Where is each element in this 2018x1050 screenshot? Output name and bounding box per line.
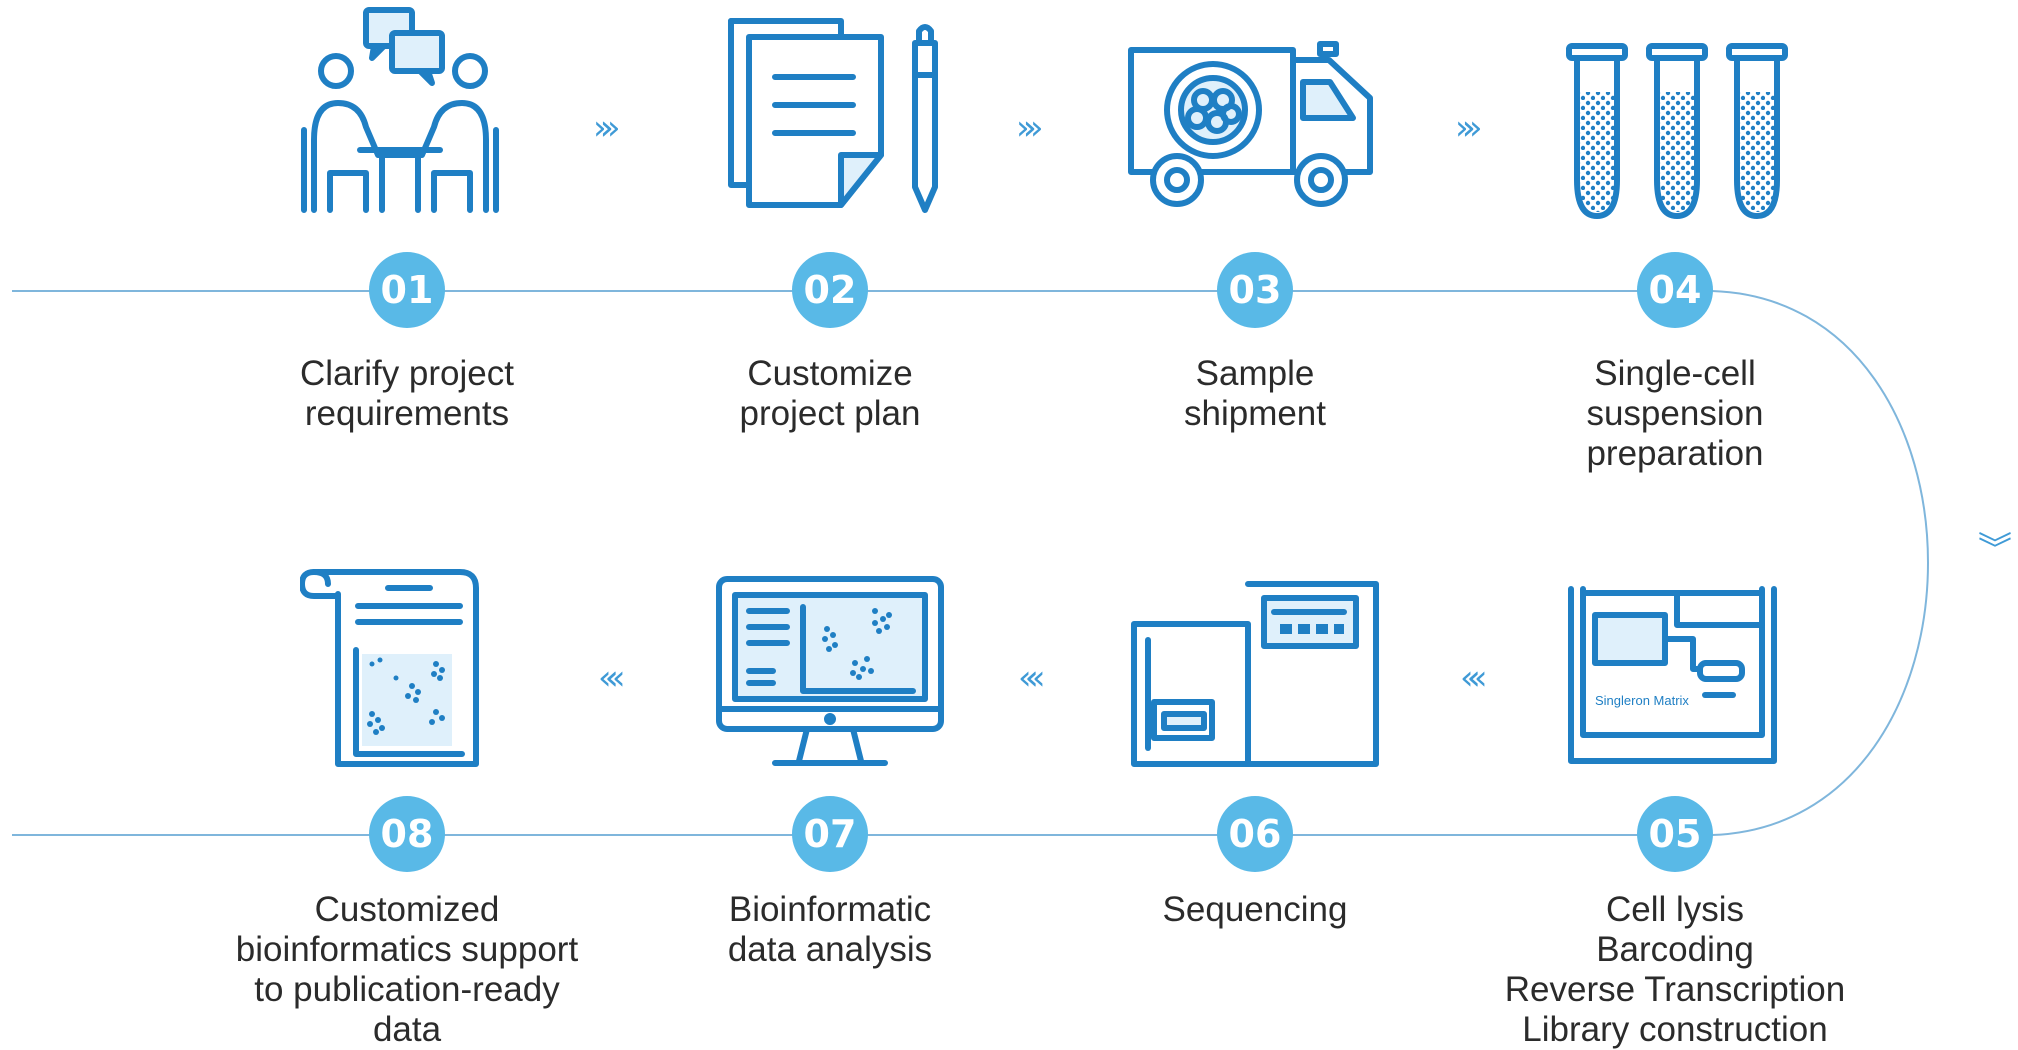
- test-tubes-icon: [1566, 43, 1788, 219]
- step-badge: 07: [792, 796, 868, 872]
- step-label-line: preparation: [1586, 434, 1764, 473]
- step-badge: 02: [792, 252, 868, 328]
- step-badge: 08: [369, 796, 445, 872]
- step-label: Sample shipment: [1055, 354, 1455, 434]
- step-label-line: requirements: [304, 394, 510, 433]
- step-label-line: data analysis: [727, 930, 933, 969]
- report-scroll-icon: [300, 569, 479, 767]
- step-label-line: Clarify project: [300, 354, 514, 393]
- arrow-right-icon: »»: [1455, 108, 1482, 148]
- step-label: Sequencing: [1055, 890, 1455, 930]
- step-label-line: shipment: [1183, 394, 1327, 433]
- step-label-line: Customize: [747, 354, 913, 393]
- step-label-line: Barcoding: [1596, 930, 1754, 969]
- step-badge: 01: [369, 252, 445, 328]
- step-label-line: Cell lysis: [1605, 890, 1745, 929]
- step-label-line: data: [372, 1010, 442, 1049]
- arrow-down-icon: ︾: [1978, 530, 2012, 570]
- step-label-line: project plan: [739, 394, 921, 433]
- step-label-line: Sequencing: [1162, 890, 1348, 929]
- step-label-line: Library construction: [1522, 1010, 1828, 1049]
- arrow-right-icon: »»: [593, 108, 620, 148]
- step-label: Clarify project requirements: [207, 354, 607, 434]
- step-label: Customized bioinformatics support to pub…: [207, 890, 607, 1050]
- step-label-line: Customized: [314, 890, 500, 929]
- step-badge: 05: [1637, 796, 1713, 872]
- step-badge: 04: [1637, 252, 1713, 328]
- document-pencil-icon: [728, 18, 938, 213]
- step-label: Cell lysis Barcoding Reverse Transcripti…: [1475, 890, 1875, 1050]
- step-label-line: Bioinformatic: [728, 890, 932, 929]
- arrow-left-icon: ««: [1018, 658, 1045, 698]
- meeting-icon: [301, 7, 499, 213]
- step-badge: 03: [1217, 252, 1293, 328]
- step-label-line: bioinformatics support: [235, 930, 579, 969]
- step-badge: 06: [1217, 796, 1293, 872]
- device-label: Singleron Matrix: [1595, 693, 1689, 708]
- step-label-line: suspension: [1586, 394, 1764, 433]
- sequencer-icon: [1131, 581, 1379, 767]
- step-label: Single-cell suspension preparation: [1475, 354, 1875, 474]
- arrow-right-icon: »»: [1016, 108, 1043, 148]
- step-label-line: Single-cell: [1594, 354, 1756, 393]
- step-label-line: to publication-ready: [254, 970, 560, 1009]
- arrow-left-icon: ««: [598, 658, 625, 698]
- step-label-line: Reverse Transcription: [1504, 970, 1846, 1009]
- step-label-line: Sample: [1195, 354, 1315, 393]
- singleron-matrix-icon: Singleron Matrix: [1568, 586, 1777, 764]
- step-label: Customize project plan: [630, 354, 1030, 434]
- step-label: Bioinformatic data analysis: [630, 890, 1030, 970]
- arrow-left-icon: ««: [1460, 658, 1487, 698]
- monitor-chart-icon: [716, 576, 944, 766]
- delivery-truck-icon: [1128, 41, 1373, 207]
